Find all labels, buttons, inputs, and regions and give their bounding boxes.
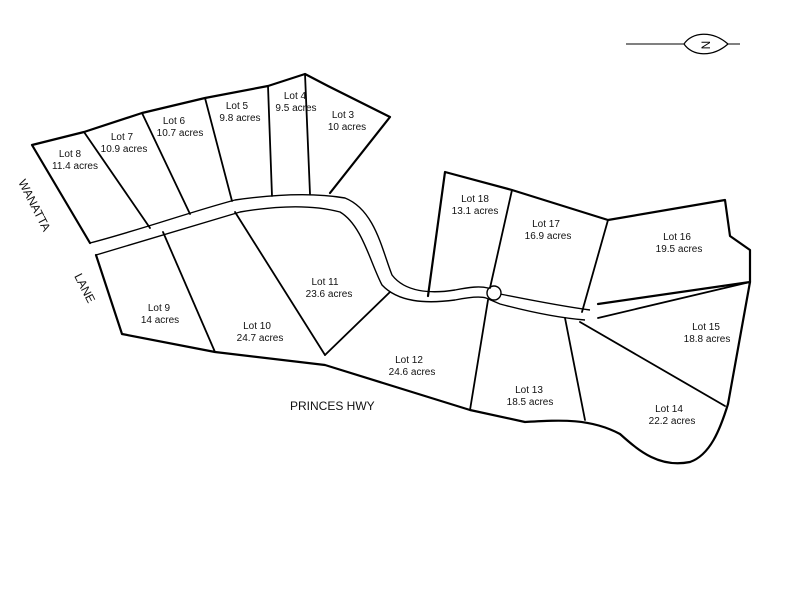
lot-8: Lot 8 11.4 acres — [52, 149, 98, 172]
lot-area: 18.8 acres — [684, 334, 731, 345]
north-block-boundary — [30, 72, 392, 245]
north-letter: N — [699, 41, 713, 50]
south-block-boundary — [94, 253, 752, 465]
lot-area: 13.1 acres — [452, 206, 499, 217]
lot-3: Lot 3 10 acres — [328, 110, 366, 133]
lot-name: Lot 16 — [663, 232, 691, 243]
lot-10: Lot 10 24.7 acres — [237, 321, 284, 344]
lot-5: Lot 5 9.8 acres — [219, 101, 260, 124]
lot-name: Lot 7 — [111, 132, 134, 143]
lot-14: Lot 14 22.2 acres — [649, 404, 696, 427]
lot-name: Lot 11 — [311, 277, 338, 288]
lot-name: Lot 5 — [226, 101, 249, 112]
lot-name: Lot 12 — [395, 355, 423, 366]
lot-area: 24.7 acres — [237, 333, 284, 344]
wanatta-label: WANATTA — [15, 177, 53, 234]
lot-name: Lot 14 — [655, 404, 683, 415]
lot-name: Lot 15 — [692, 322, 720, 333]
lot-area: 23.6 acres — [306, 289, 353, 300]
lot-name: Lot 13 — [515, 385, 543, 396]
lane-label: LANE — [71, 271, 98, 305]
lot-name: Lot 10 — [243, 321, 271, 332]
lot-name: Lot 18 — [461, 194, 489, 205]
princes-hwy-label: PRINCES HWY — [290, 399, 375, 413]
lot-11: Lot 11 23.6 acres — [306, 277, 353, 300]
lot-area: 10 acres — [328, 122, 366, 133]
lot-17: Lot 17 16.9 acres — [525, 219, 572, 242]
lot-7: Lot 7 10.9 acres — [101, 132, 148, 155]
lot-labels: Lot 3 10 acres Lot 4 9.5 acres Lot 5 9.8… — [52, 91, 730, 427]
lot-4: Lot 4 9.5 acres — [275, 91, 316, 114]
lot-area: 9.8 acres — [219, 113, 260, 124]
internal-road — [89, 193, 591, 321]
lot-area: 10.7 acres — [157, 128, 204, 139]
lot-13: Lot 13 18.5 acres — [507, 385, 554, 408]
lot-18: Lot 18 13.1 acres — [452, 194, 499, 217]
lot-16: Lot 16 19.5 acres — [656, 232, 703, 255]
north-arrow-icon: N — [626, 33, 740, 55]
lot-name: Lot 6 — [163, 116, 186, 127]
lot-15: Lot 15 18.8 acres — [684, 322, 731, 345]
lot-area: 10.9 acres — [101, 144, 148, 155]
lot-12: Lot 12 24.6 acres — [389, 355, 436, 378]
lot-area: 14 acres — [141, 315, 179, 326]
lot-name: Lot 3 — [332, 110, 355, 121]
lot-area: 9.5 acres — [275, 103, 316, 114]
east-lot-dividers — [489, 189, 609, 313]
lot-name: Lot 9 — [148, 303, 171, 314]
lot-area: 11.4 acres — [52, 161, 98, 172]
lot-name: Lot 4 — [284, 91, 307, 102]
east-block-boundary — [426, 170, 752, 306]
lot-area: 19.5 acres — [656, 244, 703, 255]
south-lot-dividers — [162, 211, 751, 421]
north-lot-dividers — [83, 73, 311, 229]
lot-area: 18.5 acres — [507, 397, 554, 408]
lot-9: Lot 9 14 acres — [141, 303, 179, 326]
lot-area: 22.2 acres — [649, 416, 696, 427]
lot-area: 16.9 acres — [525, 231, 572, 242]
lot-area: 24.6 acres — [389, 367, 436, 378]
lot-6: Lot 6 10.7 acres — [157, 116, 204, 139]
lot-name: Lot 17 — [532, 219, 560, 230]
lot-name: Lot 8 — [59, 149, 82, 160]
